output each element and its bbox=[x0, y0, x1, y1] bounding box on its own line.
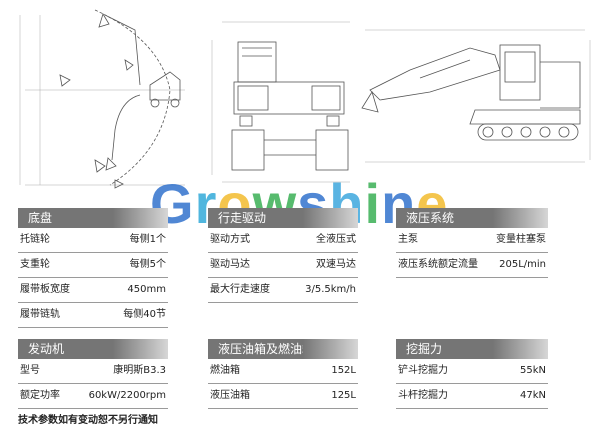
row-label: 液压系统额定流量 bbox=[398, 259, 478, 270]
row-value: 3/5.5km/h bbox=[305, 284, 356, 295]
watermark-letter: i bbox=[364, 172, 382, 235]
engine-section: 发动机 型号 康明斯B3.3 额定功率 60kW/2200rpm bbox=[18, 339, 168, 409]
row-label: 燃油箱 bbox=[210, 365, 240, 376]
table-row: 额定功率 60kW/2200rpm bbox=[18, 384, 168, 409]
table-row: 托链轮 每侧1个 bbox=[18, 228, 168, 253]
row-label: 液压油箱 bbox=[210, 390, 250, 401]
table-row: 最大行走速度 3/5.5km/h bbox=[208, 278, 358, 303]
table-row: 燃油箱 152L bbox=[208, 359, 358, 384]
row-label: 驱动方式 bbox=[210, 234, 250, 245]
table-row: 履带链轨 每侧40节 bbox=[18, 303, 168, 328]
row-value: 双速马达 bbox=[316, 259, 356, 270]
hydraulic-system-section: 液压系统 主泵 变量柱塞泵 液压系统额定流量 205L/min bbox=[396, 208, 548, 278]
digging-force-header: 挖掘力 bbox=[396, 339, 548, 359]
digging-force-section: 挖掘力 铲斗挖掘力 55kN 斗杆挖掘力 47kN bbox=[396, 339, 548, 409]
table-row: 液压系统额定流量 205L/min bbox=[396, 253, 548, 278]
table-row: 液压油箱 125L bbox=[208, 384, 358, 409]
row-value: 47kN bbox=[520, 390, 546, 401]
table-row: 主泵 变量柱塞泵 bbox=[396, 228, 548, 253]
table-row: 驱动方式 全液压式 bbox=[208, 228, 358, 253]
row-label: 主泵 bbox=[398, 234, 418, 245]
row-label: 最大行走速度 bbox=[210, 284, 270, 295]
row-value: 变量柱塞泵 bbox=[496, 234, 546, 245]
row-label: 驱动马达 bbox=[210, 259, 250, 270]
disclaimer-note: 技术参数如有变动恕不另行通知 bbox=[18, 415, 158, 426]
table-row: 铲斗挖掘力 55kN bbox=[396, 359, 548, 384]
chassis-header: 底盘 bbox=[18, 208, 168, 228]
row-value: 152L bbox=[331, 365, 356, 376]
hydraulic-system-header: 液压系统 bbox=[396, 208, 548, 228]
row-value: 60kW/2200rpm bbox=[88, 390, 166, 401]
row-value: 康明斯B3.3 bbox=[113, 365, 166, 376]
table-row: 驱动马达 双速马达 bbox=[208, 253, 358, 278]
travel-drive-header: 行走驱动 bbox=[208, 208, 358, 228]
row-label: 型号 bbox=[20, 365, 40, 376]
row-label: 履带链轨 bbox=[20, 309, 60, 320]
row-label: 托链轮 bbox=[20, 234, 50, 245]
table-row: 支重轮 每侧5个 bbox=[18, 253, 168, 278]
working-range-drawing bbox=[19, 9, 185, 189]
row-value: 每侧5个 bbox=[129, 259, 166, 270]
row-label: 斗杆挖掘力 bbox=[398, 390, 448, 401]
row-value: 每侧40节 bbox=[123, 309, 166, 320]
tank-capacity-header: 液压油箱及燃油箱容量 bbox=[208, 339, 358, 359]
row-label: 铲斗挖掘力 bbox=[398, 365, 448, 376]
row-value: 每侧1个 bbox=[129, 234, 166, 245]
table-row: 履带板宽度 450mm bbox=[18, 278, 168, 303]
row-value: 205L/min bbox=[499, 259, 546, 270]
row-value: 450mm bbox=[127, 284, 166, 295]
side-view-drawing bbox=[361, 29, 591, 163]
chassis-section: 底盘 托链轮 每侧1个 支重轮 每侧5个 履带板宽度 450mm 履带链轨 每侧40节 bbox=[18, 208, 168, 328]
row-value: 全液压式 bbox=[316, 234, 356, 245]
tank-capacity-section: 液压油箱及燃油箱容量 燃油箱 152L 液压油箱 125L bbox=[208, 339, 358, 409]
engine-header: 发动机 bbox=[18, 339, 168, 359]
row-value: 55kN bbox=[520, 365, 546, 376]
excavator-drawings bbox=[19, 9, 591, 189]
row-label: 履带板宽度 bbox=[20, 284, 70, 295]
row-label: 支重轮 bbox=[20, 259, 50, 270]
travel-drive-section: 行走驱动 驱动方式 全液压式 驱动马达 双速马达 最大行走速度 3/5.5km/h bbox=[208, 208, 358, 303]
table-row: 型号 康明斯B3.3 bbox=[18, 359, 168, 384]
front-view-drawing bbox=[211, 21, 350, 183]
row-label: 额定功率 bbox=[20, 390, 60, 401]
table-row: 斗杆挖掘力 47kN bbox=[396, 384, 548, 409]
row-value: 125L bbox=[331, 390, 356, 401]
